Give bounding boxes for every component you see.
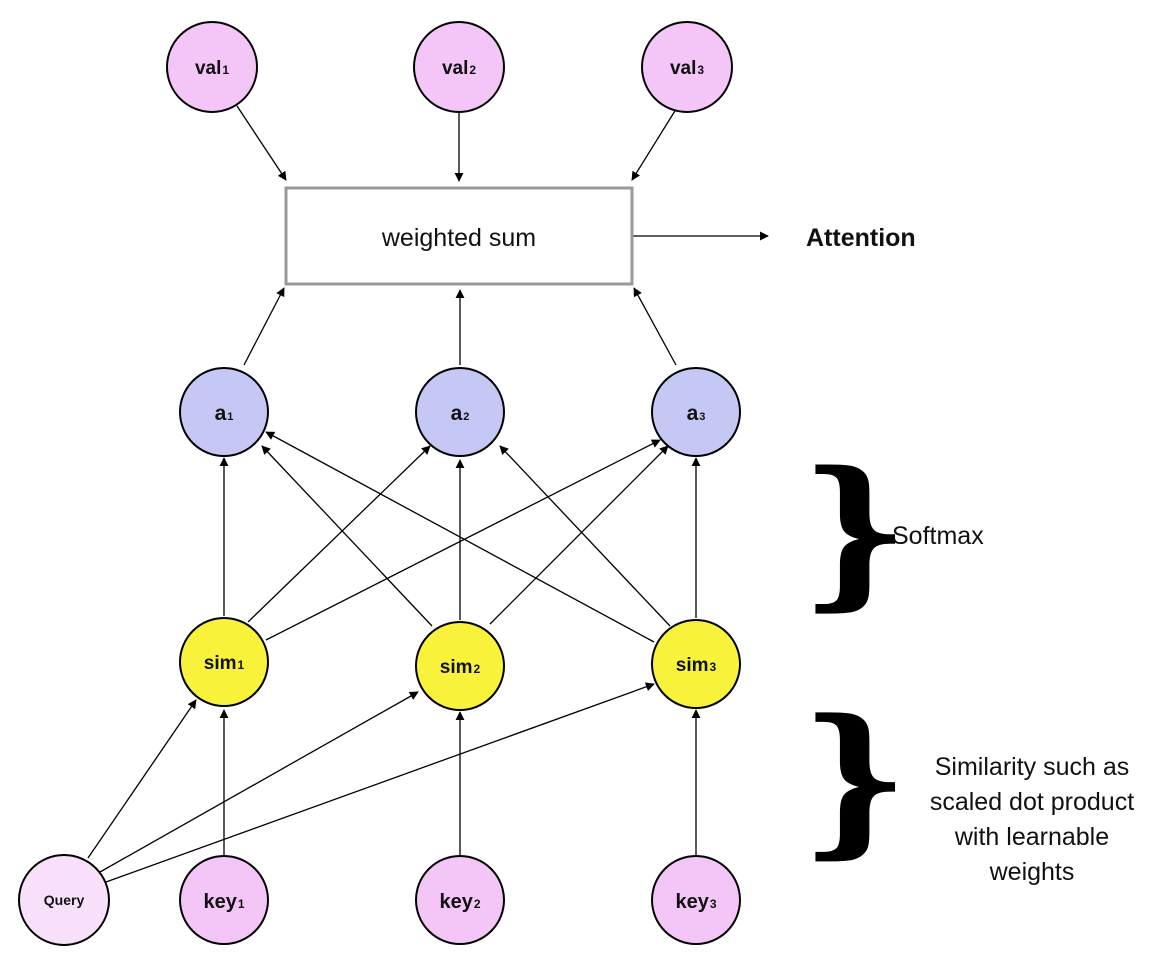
weighted-sum-label: weighted sum (381, 224, 536, 252)
query-to-sim3-arrow (105, 682, 655, 883)
key2-node: key2 (415, 855, 505, 945)
sim1-to-a3-arrow (265, 439, 661, 641)
a3-subscript: 3 (699, 411, 705, 423)
val1-node: val1 (166, 21, 258, 113)
svg-text:a3: a3 (687, 402, 706, 425)
sim1-node: sim1 (179, 617, 269, 707)
svg-text:key1: key1 (203, 891, 244, 913)
key1-label: key (203, 891, 237, 913)
a1-to-sum-arrow (243, 287, 285, 366)
svg-text:sim1: sim1 (204, 653, 245, 674)
val1-subscript: 1 (222, 63, 229, 77)
val3-subscript: 3 (697, 63, 704, 77)
val1-label: val (195, 58, 221, 79)
sim2-subscript: 2 (474, 662, 481, 676)
similarity-note-line-1: Similarity such as (935, 753, 1130, 781)
sim3-label: sim (676, 655, 709, 676)
svg-text:sim2: sim2 (440, 657, 481, 678)
softmax-label: Softmax (892, 522, 984, 550)
val2-node: val2 (413, 21, 505, 113)
sim3-to-a1-arrow (265, 431, 655, 643)
a3-to-sum-arrow (633, 287, 677, 366)
query-to-sim1-arrow (87, 699, 197, 859)
a3-label: a (687, 402, 699, 425)
similarity-note-line-4: weights (989, 858, 1075, 886)
query-node: Query (18, 854, 110, 946)
weighted-sum-box: weighted sum (284, 186, 634, 286)
sim3-to-a2-arrow (499, 445, 671, 627)
sim3-subscript: 3 (710, 660, 717, 674)
val3-node: val3 (641, 21, 733, 113)
svg-text:key2: key2 (439, 891, 480, 913)
key1-subscript: 1 (238, 897, 245, 911)
svg-text:val2: val2 (442, 58, 476, 79)
sim2-to-a1-arrow (261, 445, 433, 627)
key1-node: key1 (179, 855, 269, 945)
sim1-to-a2-arrow (247, 445, 431, 623)
svg-text:a1: a1 (215, 402, 234, 425)
a1-node: a1 (179, 367, 269, 457)
similarity-note-line-2: scaled dot product (930, 788, 1134, 816)
svg-text:a2: a2 (451, 402, 470, 425)
val1-to-sum-arrow (236, 105, 287, 181)
svg-text:sim3: sim3 (676, 655, 717, 676)
val2-subscript: 2 (469, 63, 476, 77)
svg-text:val1: val1 (195, 58, 229, 79)
a3-node: a3 (651, 367, 741, 457)
sim3-node: sim3 (651, 619, 741, 709)
val2-label: val (442, 58, 468, 79)
a2-node: a2 (415, 367, 505, 457)
sim2-node: sim2 (415, 621, 505, 711)
key2-label: key (439, 891, 473, 913)
sim1-label: sim (204, 653, 237, 674)
query-label: Query (44, 892, 85, 908)
similarity-note: Similarity such as scaled dot product wi… (930, 753, 1134, 886)
similarity-nodes: sim1 sim2 sim3 (179, 617, 741, 711)
key3-label: key (675, 891, 709, 913)
a1-label: a (215, 402, 227, 425)
value-nodes: val1 val2 val3 (166, 21, 733, 113)
key3-node: key3 (651, 855, 741, 945)
edge-layer (87, 105, 769, 883)
attention-weight-nodes: a1 a2 a3 (179, 367, 741, 457)
key2-subscript: 2 (474, 897, 481, 911)
svg-text:val3: val3 (670, 58, 704, 79)
key3-subscript: 3 (710, 897, 717, 911)
a2-label: a (451, 402, 463, 425)
val3-to-sum-arrow (631, 105, 679, 181)
sim1-subscript: 1 (238, 658, 245, 672)
query-to-sim2-arrow (99, 691, 419, 873)
similarity-brace: } (800, 684, 909, 874)
input-nodes: Query key1 key2 key3 (18, 854, 741, 946)
val3-label: val (670, 58, 696, 79)
a1-subscript: 1 (227, 411, 233, 423)
softmax-brace: } (800, 436, 909, 626)
attention-output-label: Attention (806, 224, 916, 252)
svg-text:key3: key3 (675, 891, 716, 913)
similarity-note-line-3: with learnable (954, 823, 1109, 851)
sim2-to-a3-arrow (489, 445, 669, 625)
sim2-label: sim (440, 657, 473, 678)
a2-subscript: 2 (463, 411, 469, 423)
